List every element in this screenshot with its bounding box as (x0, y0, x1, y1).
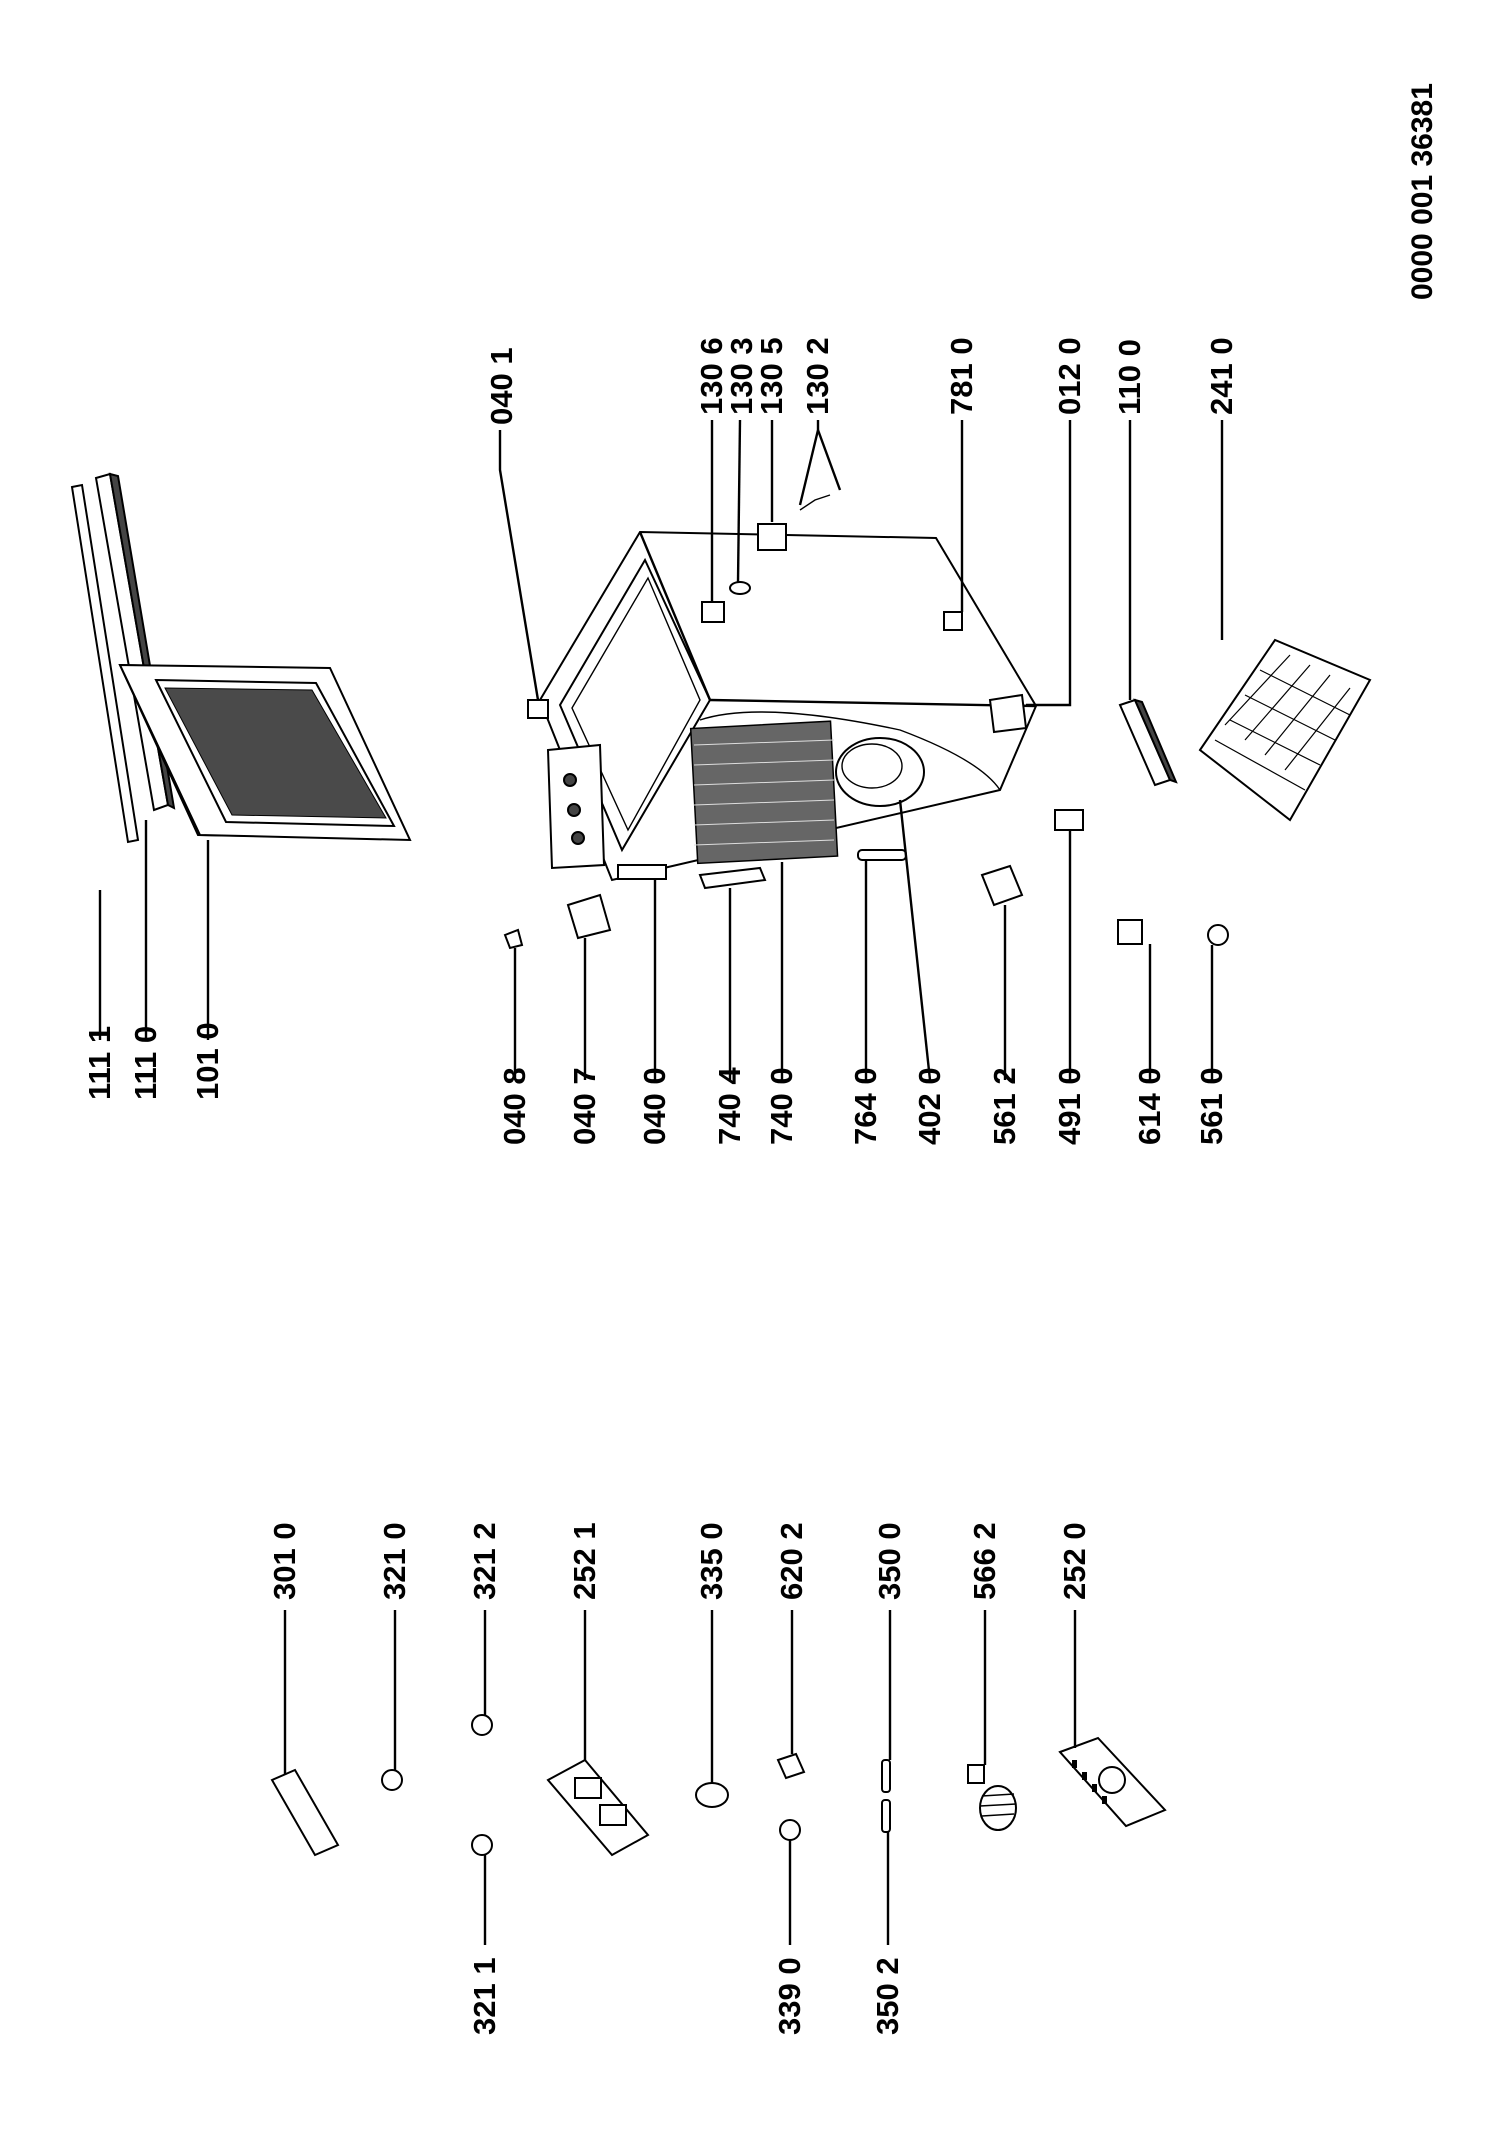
part-350-0: 350 0 (872, 1522, 907, 1793)
label-402-0: 402 0 (912, 1067, 947, 1145)
label-561-2: 561 2 (987, 1067, 1022, 1145)
part-402-0: 402 0 (898, 799, 947, 1145)
part-321-2: 321 2 (467, 1522, 502, 1736)
label-110-0: 110 0 (1112, 339, 1147, 415)
label-301-0: 301 0 (267, 1522, 302, 1600)
label-241-0: 241 0 (1204, 337, 1239, 415)
label-252-0: 252 0 (1057, 1522, 1092, 1600)
document-number: 0000 001 36381 (1406, 83, 1439, 300)
part-321-1: 321 1 (467, 1834, 502, 2035)
label-764-0: 764 0 (848, 1067, 883, 1145)
label-040-8: 040 8 (497, 1067, 532, 1145)
part-101-0: 101 0 (118, 663, 412, 1100)
part-111-0: 111 0 (94, 472, 176, 1100)
label-740-0: 740 0 (764, 1067, 799, 1145)
label-040-1: 040 1 (484, 347, 519, 425)
cabinet-group: 040 1 130 6 130 3 130 5 130 2 781 0 (484, 337, 1372, 1145)
part-350-2: 350 2 (870, 1799, 905, 2035)
part-781-0: 781 0 (943, 337, 979, 631)
part-620-2: 620 2 (774, 1522, 809, 1780)
label-130-3: 130 3 (724, 337, 759, 415)
part-740-4: 740 4 (698, 866, 767, 1145)
part-561-0: 561 0 (1194, 924, 1229, 1145)
part-339-0: 339 0 (772, 1819, 807, 2035)
label-491-0: 491 0 (1052, 1067, 1087, 1145)
part-012-0: 012 0 (988, 337, 1087, 734)
label-040-0: 040 0 (637, 1067, 672, 1145)
part-764-0: 764 0 (848, 849, 907, 1145)
label-111-0: 111 0 (128, 1026, 163, 1100)
label-130-6: 130 6 (694, 337, 729, 415)
part-040-8: 040 8 (497, 928, 532, 1145)
part-241-0: 241 0 (1198, 337, 1372, 822)
label-339-0: 339 0 (772, 1957, 807, 2035)
part-040-7: 040 7 (566, 893, 612, 1145)
label-012-0: 012 0 (1052, 337, 1087, 415)
cabinet-body (538, 530, 1038, 882)
label-335-0: 335 0 (694, 1522, 729, 1600)
label-614-0: 614 0 (1132, 1067, 1167, 1145)
part-491-0: 491 0 (1052, 809, 1087, 1145)
label-040-7: 040 7 (567, 1067, 602, 1145)
label-321-1: 321 1 (467, 1957, 502, 2035)
part-040-1: 040 1 (484, 347, 549, 719)
label-561-0: 561 0 (1194, 1067, 1229, 1145)
label-781-0: 781 0 (944, 337, 979, 415)
controls-group: 301 0 321 0 321 2 321 1 252 1 (267, 1522, 1167, 2035)
label-101-0: 101 0 (190, 1022, 225, 1100)
part-252-1: 252 1 (546, 1522, 650, 1857)
label-321-0: 321 0 (377, 1522, 412, 1600)
part-111-1: 111 1 (70, 483, 140, 1100)
label-350-2: 350 2 (870, 1957, 905, 2035)
part-614-0: 614 0 (1117, 919, 1167, 1145)
part-040-0: 040 0 (617, 864, 672, 1145)
part-252-0: 252 0 (1057, 1522, 1167, 1828)
lid-group: 111 1 111 0 101 0 (70, 472, 412, 1100)
part-130-group: 130 6 130 3 130 5 130 2 (694, 337, 842, 623)
label-620-2: 620 2 (774, 1522, 809, 1600)
part-321-0: 321 0 (377, 1522, 412, 1791)
label-740-4: 740 4 (712, 1067, 747, 1145)
label-111-1: 111 1 (82, 1026, 117, 1100)
part-110-0: 110 0 (1112, 339, 1178, 787)
label-130-5: 130 5 (754, 337, 789, 415)
part-566-2: 566 2 (967, 1522, 1017, 1831)
label-252-1: 252 1 (567, 1522, 602, 1600)
part-301-0: 301 0 (267, 1522, 340, 1857)
label-321-2: 321 2 (467, 1522, 502, 1600)
label-566-2: 566 2 (967, 1522, 1002, 1600)
label-130-2: 130 2 (800, 337, 835, 415)
part-335-0: 335 0 (694, 1522, 729, 1808)
label-350-0: 350 0 (872, 1522, 907, 1600)
part-740-0: 740 0 (764, 862, 799, 1145)
part-561-2: 561 2 (980, 864, 1024, 1145)
